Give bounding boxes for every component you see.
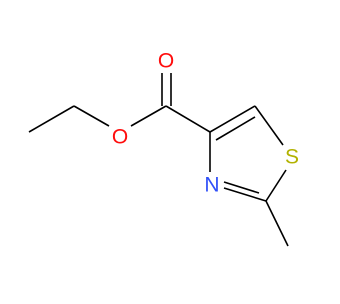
bond-c4-c5-inner [215, 116, 256, 141]
nitrogen-label: N [204, 174, 219, 197]
bond-c2-n-inner [223, 181, 260, 194]
oxygen-ester-label: O [112, 126, 128, 149]
bond-c5-s [254, 105, 284, 146]
bond-c2-n [223, 187, 267, 202]
bond-ch3-ch2 [28, 105, 75, 133]
bond-c2-ch3 [265, 200, 289, 247]
sulfur-label: S [285, 146, 299, 169]
bond-carbonyl-c4 [165, 105, 211, 133]
bond-ch2-o-ester [73, 105, 110, 127]
bond-s-c2 [265, 169, 287, 202]
bond-o-ester-c-carbonyl [130, 105, 167, 127]
oxygen-carbonyl-label: O [158, 50, 174, 73]
bond-c4-c5 [209, 105, 256, 133]
